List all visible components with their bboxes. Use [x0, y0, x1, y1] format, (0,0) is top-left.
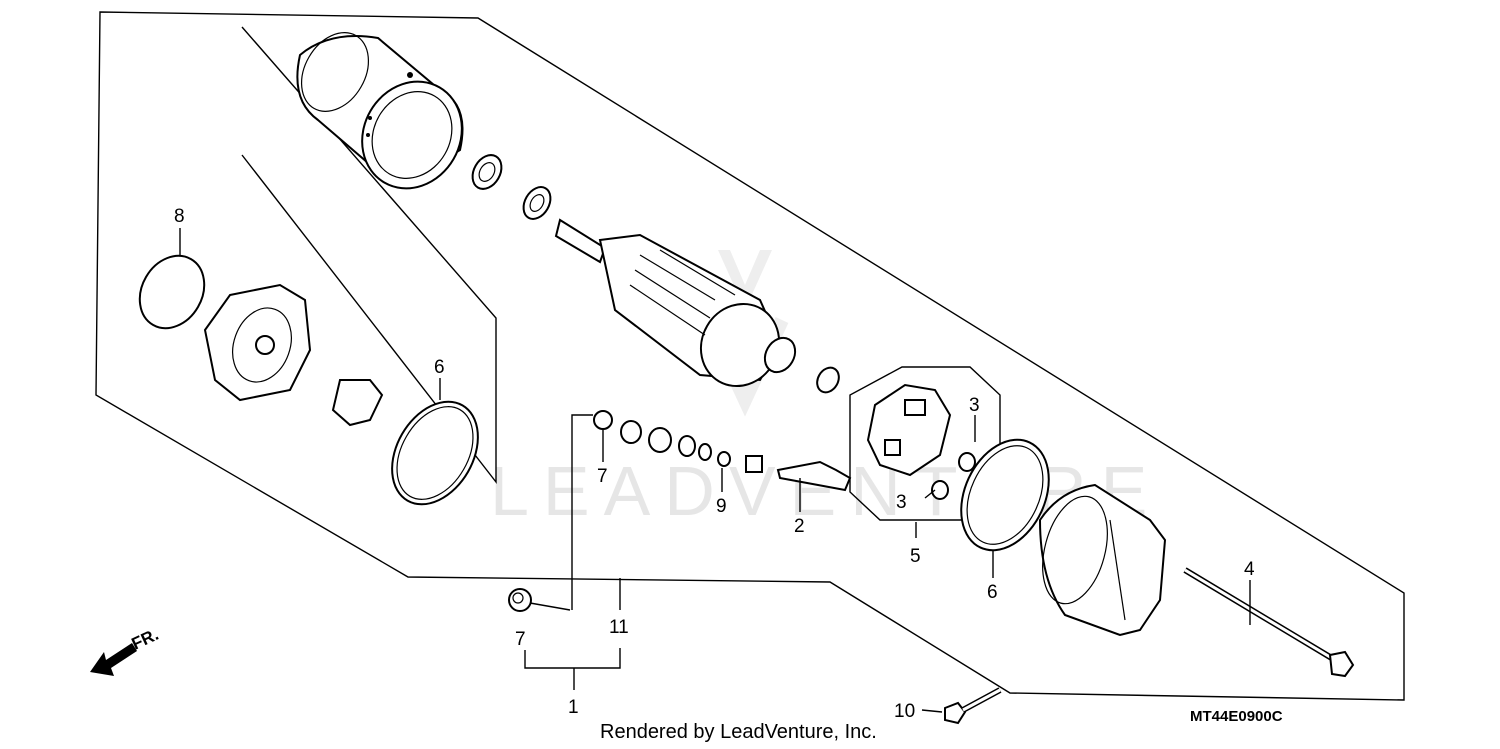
leader-lines — [179, 228, 1251, 713]
front-cover — [203, 283, 312, 402]
callout-9: 9 — [716, 496, 727, 517]
o-ring-6-right — [960, 438, 1050, 552]
rear-cover — [1038, 483, 1167, 637]
o-ring-8 — [138, 254, 206, 330]
callout-3-top: 3 — [969, 395, 980, 416]
o-ring-6-left — [391, 400, 479, 506]
armature-washer — [816, 366, 840, 394]
callout-5: 5 — [910, 546, 921, 567]
callout-7-bottom: 7 — [515, 629, 526, 650]
callout-2: 2 — [794, 516, 805, 537]
yoke-washers — [471, 154, 552, 220]
callout-1: 1 — [568, 697, 579, 718]
diagram-code: MT44E0900C — [1190, 708, 1283, 725]
callout-3-bottom: 3 — [896, 492, 907, 513]
brush-holder — [866, 383, 976, 500]
lock-plate — [331, 379, 384, 427]
terminal-hardware — [593, 410, 763, 473]
mounting-bolt-10 — [944, 687, 1002, 725]
terminal-bolt — [776, 460, 852, 492]
callout-4: 4 — [1244, 559, 1255, 580]
front-arrow-icon — [90, 643, 137, 676]
render-credit: Rendered by LeadVenture, Inc. — [600, 721, 877, 743]
assembly-boundary — [95, 11, 1405, 701]
callout-7-top: 7 — [597, 466, 608, 487]
yoke-group-bracket — [241, 26, 497, 485]
through-bolt — [1183, 567, 1355, 678]
yoke-housing — [296, 32, 464, 190]
callout-6-right: 6 — [987, 582, 998, 603]
callout-11: 11 — [609, 617, 629, 638]
front-direction-marker: FR. — [90, 625, 162, 676]
callouts: 8 6 7 9 2 3 3 5 6 4 10 11 7 1 — [174, 206, 1255, 722]
callout-6-left: 6 — [434, 357, 445, 378]
nut-7-bottom — [508, 588, 532, 612]
callout-8: 8 — [174, 206, 185, 227]
callout-10: 10 — [894, 701, 915, 722]
armature — [554, 218, 797, 388]
